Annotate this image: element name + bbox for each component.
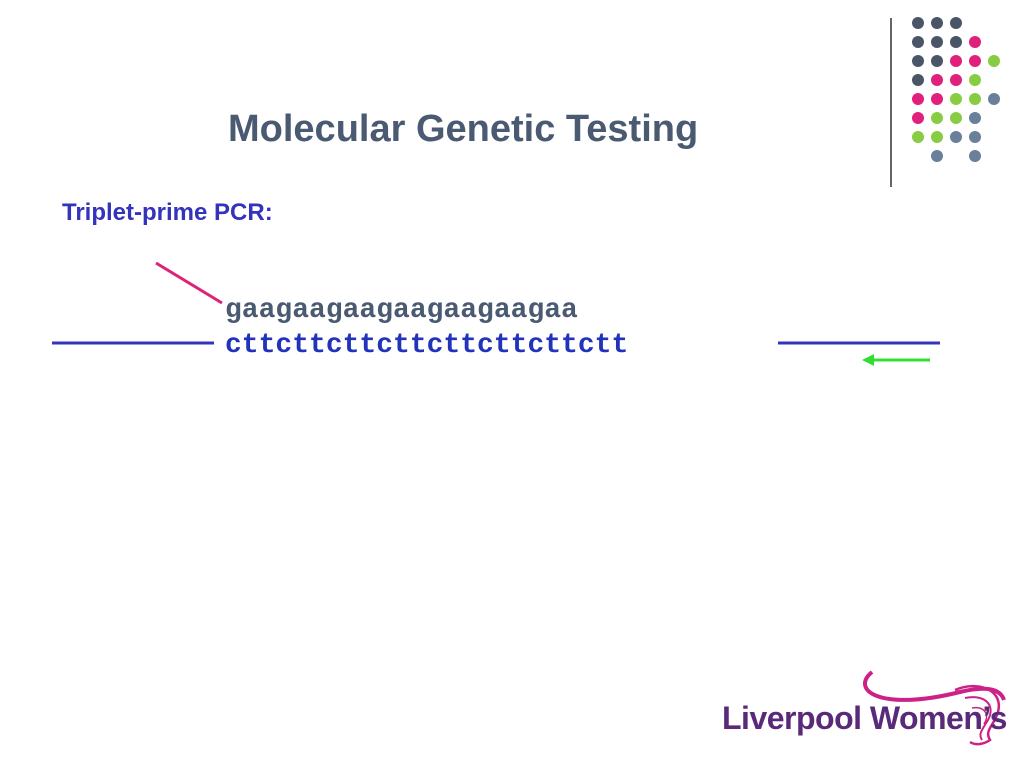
- decor-dot: [931, 150, 943, 162]
- decor-dot: [950, 93, 962, 105]
- decor-dot: [931, 131, 943, 143]
- decor-dot: [969, 74, 981, 86]
- decor-dot: [931, 112, 943, 124]
- decor-dot: [988, 93, 1000, 105]
- decor-dot: [931, 55, 943, 67]
- decor-dot: [969, 131, 981, 143]
- decor-dot: [912, 112, 924, 124]
- decor-dot: [931, 93, 943, 105]
- decor-dot: [969, 55, 981, 67]
- decor-dot: [912, 55, 924, 67]
- decor-dot: [969, 150, 981, 162]
- slide-title: Molecular Genetic Testing: [228, 108, 699, 150]
- liverpool-womens-swoosh-icon: [863, 670, 1006, 746]
- sequence-bottom-strand: cttcttcttcttcttcttcttctt: [225, 330, 629, 361]
- decor-dot: [912, 74, 924, 86]
- pink-primer-line: [155, 261, 223, 305]
- decor-dot: [931, 36, 943, 48]
- slide-subtitle: Triplet-prime PCR:: [62, 199, 273, 226]
- logo-wordmark: Liverpool Women’s: [722, 700, 1007, 736]
- green-arrow-primer: [862, 354, 930, 366]
- decor-dot: [950, 131, 962, 143]
- sequence-top-strand: gaagaagaagaagaagaagaa: [225, 295, 578, 326]
- decor-dot: [988, 55, 1000, 67]
- decor-dot: [950, 112, 962, 124]
- decor-dot: [969, 93, 981, 105]
- decor-dot: [912, 131, 924, 143]
- decor-dot: [950, 17, 962, 29]
- decor-dot: [912, 93, 924, 105]
- decor-dot: [950, 36, 962, 48]
- decor-dot: [950, 55, 962, 67]
- decor-dot: [931, 17, 943, 29]
- decor-dot: [931, 74, 943, 86]
- decor-dot: [912, 17, 924, 29]
- decor-dot: [950, 74, 962, 86]
- decor-dot: [912, 36, 924, 48]
- decor-dot: [969, 36, 981, 48]
- dot-grid-decoration: [912, 17, 1000, 162]
- decor-dot: [969, 112, 981, 124]
- green-arrow-head-icon: [862, 354, 874, 366]
